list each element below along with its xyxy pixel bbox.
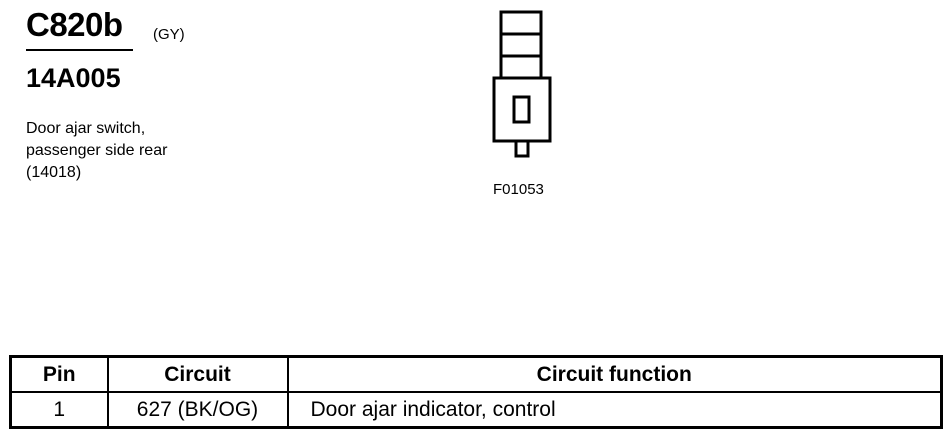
description-line: Door ajar switch,: [26, 120, 146, 137]
connector-latch-segment: [499, 10, 543, 36]
connector-latch-segment: [499, 32, 543, 58]
connector-id: C820b: [26, 6, 123, 43]
header-circuit-function: Circuit function: [286, 355, 943, 393]
part-number: 14A005: [26, 63, 121, 93]
connector-face-diagram: [492, 10, 552, 158]
description-line: passenger side rear: [26, 142, 168, 159]
pin-cell: 1: [9, 391, 109, 429]
description-line: (14018): [26, 164, 82, 181]
component-description: Door ajar switch, passenger side rear (1…: [26, 118, 167, 184]
table-row: 1 627 (BK/OG) Door ajar indicator, contr…: [9, 391, 943, 429]
header-circuit: Circuit: [106, 355, 289, 393]
connector-latch-segment: [499, 54, 543, 80]
pin-cavity: [512, 95, 531, 124]
figure-id: F01053: [493, 181, 544, 198]
circuit-cell: 627 (BK/OG): [106, 391, 289, 429]
table-header-row: Pin Circuit Circuit function: [9, 355, 943, 393]
connector-tab: [514, 139, 530, 158]
circuit-function-cell: Door ajar indicator, control: [286, 391, 943, 429]
title-underline: [26, 49, 133, 51]
color-code: (GY): [153, 26, 185, 43]
header-pin: Pin: [9, 355, 109, 393]
pin-table: Pin Circuit Circuit function 1 627 (BK/O…: [9, 355, 943, 429]
connector-body: [492, 76, 552, 143]
